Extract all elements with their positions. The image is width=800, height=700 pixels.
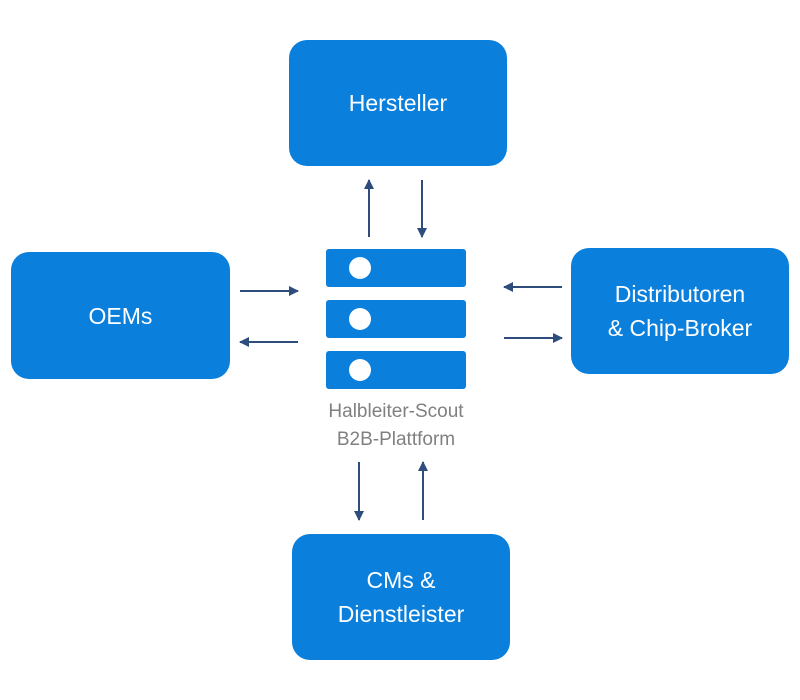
oems-box: OEMs — [11, 252, 230, 379]
cms-label-line1: CMs & — [366, 567, 436, 593]
distributoren-label-line1: Distributoren — [614, 281, 746, 307]
platform-type: B2B-Plattform — [336, 429, 456, 450]
platform-name: Halbleiter-Scout — [328, 401, 464, 422]
server-led — [349, 308, 371, 330]
hersteller-label: Hersteller — [348, 90, 448, 116]
distributoren-box: Distributoren & Chip-Broker — [571, 248, 789, 374]
server-led — [349, 359, 371, 381]
oems-label: OEMs — [88, 302, 153, 329]
cms-label-line2: Dienstleister — [337, 601, 465, 627]
distributoren-label-line2: & Chip-Broker — [607, 315, 753, 341]
server-led — [349, 257, 371, 279]
cms-box: CMs & Dienstleister — [292, 534, 510, 660]
server-rack-unit — [326, 351, 466, 389]
server-rack-unit — [326, 249, 466, 287]
server-rack-unit — [326, 300, 466, 338]
hersteller-box: Hersteller — [289, 40, 507, 166]
